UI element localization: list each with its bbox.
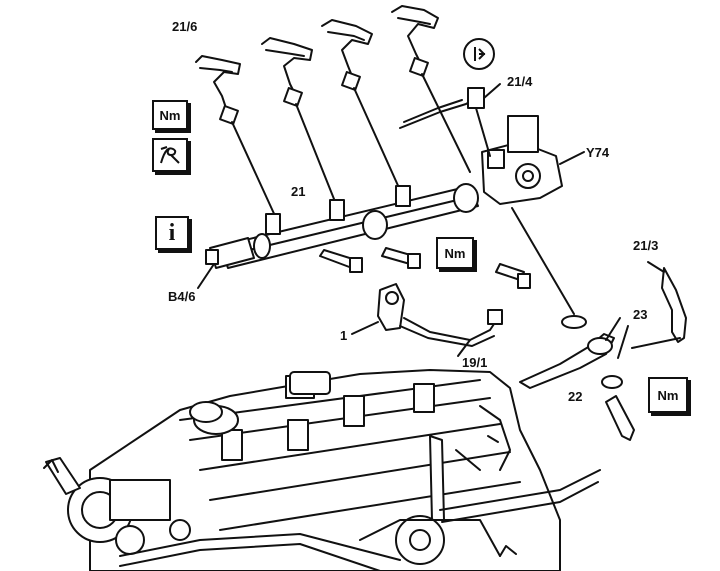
label-22: 22 [568, 389, 583, 404]
nm-label-top: Nm [159, 107, 181, 123]
label-19-1: 19/1 [462, 355, 488, 370]
injection-line-3 [321, 19, 401, 191]
torque-wrench-icon: Nm [152, 100, 188, 130]
rail-pressure-sensor [197, 237, 255, 289]
mounting-bolts [319, 247, 531, 289]
label-1: 1 [340, 328, 348, 343]
torque-wrench-icon-middle: Nm [436, 237, 474, 269]
sensor-bracket [351, 283, 503, 357]
fuel-rail [219, 183, 479, 269]
tool-glyph [160, 146, 180, 164]
label-b4-6: B4/6 [168, 289, 196, 304]
label-21-4: 21/4 [507, 74, 533, 89]
engine-block [43, 369, 601, 571]
return-line [399, 83, 501, 157]
torque-wrench-icon-right: Nm [648, 377, 688, 413]
injection-line-1 [195, 55, 277, 219]
gasket-replace-icon [463, 38, 495, 70]
label-21-6: 21/6 [172, 19, 198, 34]
leak-line [661, 267, 687, 343]
label-y74: Y74 [586, 145, 610, 160]
injection-line-2 [261, 37, 337, 205]
gasket-glyph [474, 47, 486, 61]
info-icon: i [155, 216, 189, 250]
label-23: 23 [633, 307, 648, 322]
guide-line [511, 207, 575, 315]
injection-line-4 [391, 5, 471, 173]
special-tool-icon [152, 138, 188, 172]
bracket-assembly [519, 315, 635, 441]
label-21: 21 [291, 184, 306, 199]
pressure-regulator [481, 115, 585, 205]
info-label: i [168, 219, 176, 246]
nm-label-right: Nm [657, 387, 679, 403]
nm-label-middle: Nm [444, 245, 466, 261]
label-21-3: 21/3 [633, 238, 659, 253]
